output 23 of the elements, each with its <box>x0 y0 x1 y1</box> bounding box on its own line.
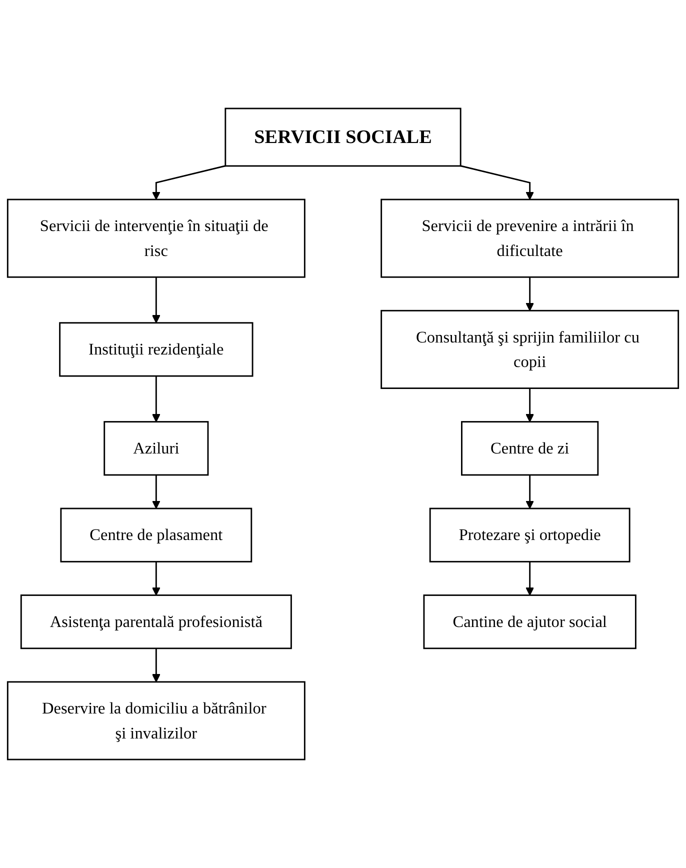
node-box: Cantine de ajutor social <box>423 594 636 650</box>
node-box: Deservire la domiciliu a bătrânilor şi invalizilor <box>6 681 306 760</box>
arrow <box>152 165 226 200</box>
arrow <box>526 388 534 422</box>
arrow <box>460 165 534 200</box>
node-box: Instituţii rezidenţiale <box>59 322 254 377</box>
node-box: Centre de plasament <box>60 508 252 562</box>
node-box: Centre de zi <box>461 421 599 476</box>
node-box: Protezare şi ortopedie <box>429 508 630 562</box>
arrow <box>152 562 160 596</box>
node-box: SERVICII SOCIALE <box>224 108 462 167</box>
node-box: Consultanţă şi sprijin familiilor cu copii <box>380 310 680 389</box>
arrow <box>152 277 160 324</box>
arrow <box>152 648 160 682</box>
arrow <box>152 474 160 509</box>
arrow <box>526 474 534 509</box>
arrow <box>526 562 534 596</box>
node-box: Servicii de intervenţie în situaţii de risc <box>6 198 306 278</box>
node-box: Asistenţa parentală profesionistă <box>20 594 292 650</box>
arrow <box>526 277 534 312</box>
arrow <box>152 376 160 422</box>
node-box: Servicii de prevenire a intrării în dificultate <box>380 198 680 278</box>
node-box: Aziluri <box>104 421 209 476</box>
